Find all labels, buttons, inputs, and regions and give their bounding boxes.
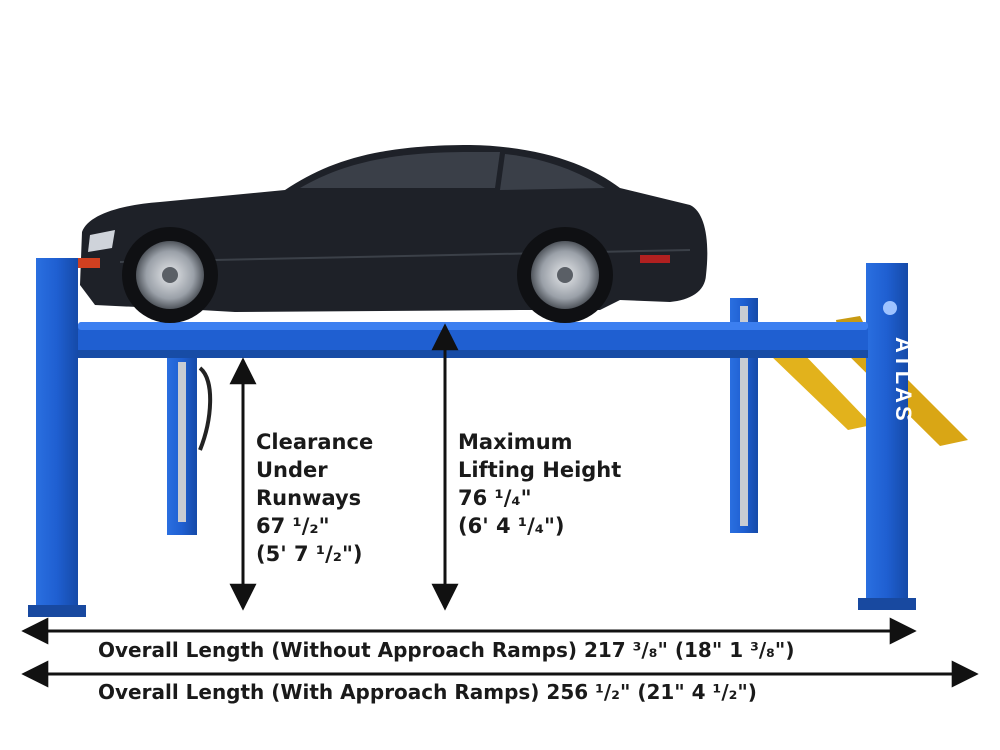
atlas-logo-icon bbox=[883, 301, 897, 315]
clearance-line: Clearance bbox=[256, 430, 374, 454]
lifting-line: 76 ¹/₄" bbox=[458, 486, 532, 510]
clearance-line: (5' 7 ¹/₂") bbox=[256, 542, 363, 566]
clearance-label: Clearance Under Runways 67 ¹/₂" (5' 7 ¹/… bbox=[256, 428, 373, 568]
lifting-height-label: Maximum Lifting Height 76 ¹/₄" (6' 4 ¹/₄… bbox=[458, 428, 621, 540]
length-without-ramps-label: Overall Length (Without Approach Ramps) … bbox=[98, 638, 795, 662]
brand-logo-text: ATLAS bbox=[891, 337, 916, 424]
clearance-line: Runways bbox=[256, 486, 362, 510]
lifting-line: Maximum bbox=[458, 430, 573, 454]
runway bbox=[78, 322, 868, 358]
car bbox=[78, 145, 708, 323]
lifting-line: Lifting Height bbox=[458, 458, 622, 482]
length-with-ramps-label: Overall Length (With Approach Ramps) 256… bbox=[98, 680, 757, 704]
lifting-line: (6' 4 ¹/₄") bbox=[458, 514, 565, 538]
clearance-line: Under bbox=[256, 458, 328, 482]
front-right-post bbox=[858, 263, 916, 610]
front-left-post bbox=[28, 258, 86, 617]
rear-left-post bbox=[167, 355, 213, 535]
clearance-line: 67 ¹/₂" bbox=[256, 514, 330, 538]
